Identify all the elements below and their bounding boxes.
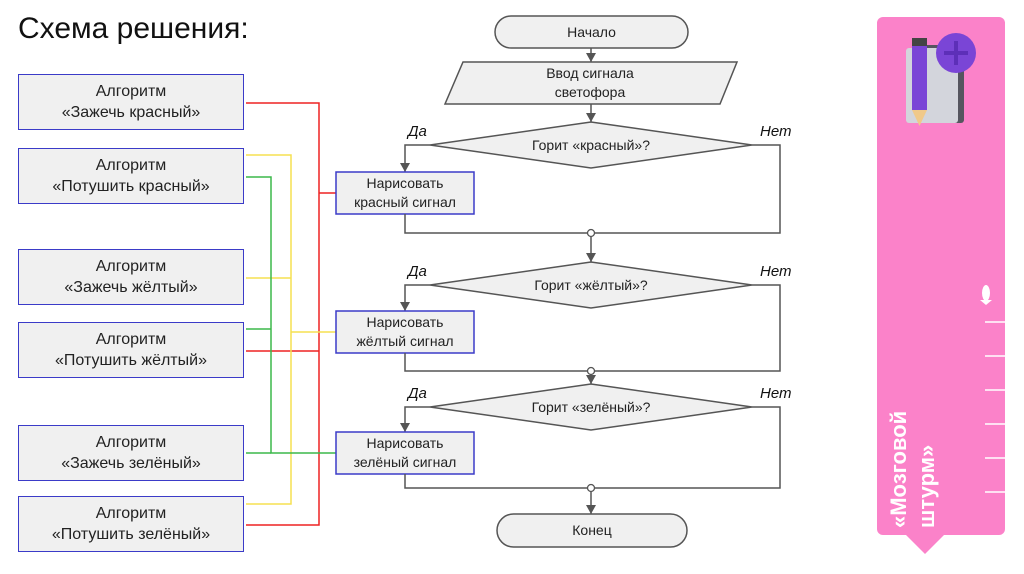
action-label: Нарисовать [366, 314, 444, 330]
start-label: Начало [567, 23, 616, 40]
algorithm-name: «Потушить красный» [52, 178, 210, 195]
action-box [335, 431, 475, 475]
algorithm-label: Алгоритм [95, 331, 167, 348]
input-label: светофора [554, 84, 626, 100]
algorithm-box: Алгоритм «Потушить красный» [18, 148, 244, 204]
algorithm-name: «Потушить жёлтый» [55, 352, 207, 369]
arrow-head [586, 53, 596, 62]
algorithm-label: Алгоритм [95, 434, 167, 451]
action-text: Нарисовать красный сигнал [336, 172, 474, 214]
arrow-head [400, 302, 410, 311]
no-label: Нет [760, 385, 792, 402]
algorithm-box: Алгоритм «Потушить зелёный» [18, 496, 244, 552]
yes-label: Да [408, 263, 427, 280]
end-text: Конец [497, 514, 687, 547]
action-label: жёлтый сигнал [356, 333, 454, 349]
yes-label: Да [408, 385, 427, 402]
algorithm-name: «Зажечь жёлтый» [64, 279, 198, 296]
merge-line [404, 144, 781, 234]
panel-title: «Мозговой штурм» [886, 410, 939, 528]
decision-label: Горит «жёлтый»? [534, 276, 648, 293]
decision-text: Горит «жёлтый»? [470, 273, 712, 297]
arrow-head [400, 423, 410, 432]
decision-label: Горит «красный»? [531, 136, 650, 153]
green-wire [246, 176, 336, 454]
input-parallelogram [443, 61, 739, 105]
start-text: Начало [495, 16, 688, 48]
no-label: Нет [760, 263, 792, 280]
ruler-ticks [985, 321, 1005, 493]
action-box [335, 310, 475, 354]
arrow-head [586, 113, 596, 122]
arrow-head [586, 505, 596, 514]
end-label: Конец [572, 522, 612, 538]
decision-text: Горит «зелёный»? [470, 395, 712, 419]
rocket-icon [980, 285, 992, 305]
merge-line [404, 406, 781, 489]
algorithm-box: Алгоритм «Зажечь красный» [18, 74, 244, 130]
action-text: Нарисовать зелёный сигнал [336, 432, 474, 474]
action-label: красный сигнал [354, 194, 456, 210]
arrow-head [586, 253, 596, 262]
action-label: зелёный сигнал [353, 454, 457, 470]
algorithm-box: Алгоритм «Зажечь жёлтый» [18, 249, 244, 305]
algorithm-label: Алгоритм [95, 83, 167, 100]
arrow-head [400, 163, 410, 172]
red-wire [246, 102, 320, 526]
decision-text: Горит «красный»? [470, 133, 712, 157]
algorithm-label: Алгоритм [95, 505, 167, 522]
yellow-wire [246, 154, 292, 505]
panel-pointer [905, 534, 945, 554]
algorithm-label: Алгоритм [95, 258, 167, 275]
merge-line [404, 284, 781, 372]
algorithm-label: Алгоритм [95, 157, 167, 174]
algorithm-box: Алгоритм «Потушить жёлтый» [18, 322, 244, 378]
input-text: Ввод сигнала светофора [460, 62, 720, 104]
yes-label: Да [408, 123, 427, 140]
end-terminal [496, 513, 688, 548]
algorithm-name: «Зажечь красный» [61, 104, 201, 121]
algorithm-box: Алгоритм «Зажечь зелёный» [18, 425, 244, 481]
action-label: Нарисовать [366, 175, 444, 191]
no-label: Нет [760, 123, 792, 140]
input-label: Ввод сигнала [546, 65, 634, 81]
notebook-pencil-plus-icon [906, 33, 976, 126]
algorithm-name: «Потушить зелёный» [51, 526, 211, 543]
action-text: Нарисовать жёлтый сигнал [336, 311, 474, 353]
arrow-head [586, 375, 596, 384]
algorithm-name: «Зажечь зелёный» [61, 455, 201, 472]
slide-title: Схема решения: [18, 12, 249, 45]
decision-label: Горит «зелёный»? [531, 398, 651, 415]
action-label: Нарисовать [366, 435, 444, 451]
